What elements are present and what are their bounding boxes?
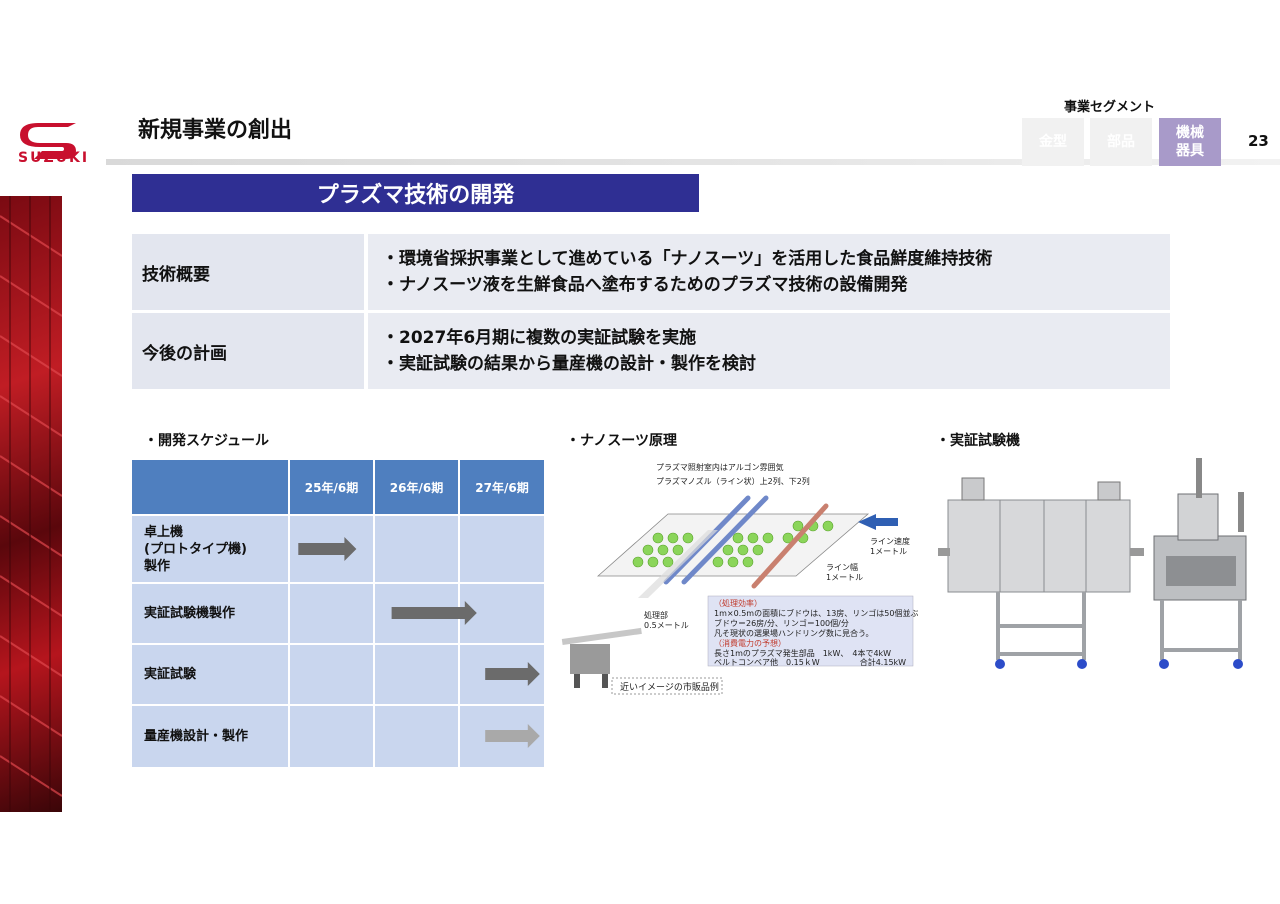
diagram-note: 長さ1mのプラズマ発生部品 1kW、 4本で4kW [714, 648, 891, 658]
page-number: 23 [1248, 132, 1269, 150]
info-body-plan: ・2027年6月期に複数の実証試験を実施 ・実証試験の結果から量産機の設計・製作… [368, 313, 1170, 389]
diagram-note: ベルトコンベア他 0.15ｋW 合計4.15kW [714, 657, 906, 667]
schedule-arrow [485, 724, 540, 748]
diagram-note: 1m×0.5mの面積にブドウは、13房、リンゴは50個並ぶ。 [714, 608, 918, 618]
schedule-table: 25年/6期 26年/6期 27年/6期 卓上機 (プロトタイプ機) 製作 実証… [132, 460, 544, 767]
info-line: ・ナノスーツ液を生鮮食品へ塗布するためのプラズマ技術の設備開発 [382, 275, 908, 295]
caption-schedule: ・開発スケジュール [144, 433, 270, 449]
reference-machine-photo [561, 627, 642, 688]
test-machine-photo [938, 458, 1247, 669]
schedule-col-header: 26年/6期 [375, 460, 458, 514]
info-row-plan: 今後の計画 ・2027年6月期に複数の実証試験を実施 ・実証試験の結果から量産機… [132, 313, 1170, 389]
segment-label: 事業セグメント [1064, 100, 1156, 115]
logo-wordmark: SUZUKI [18, 150, 90, 166]
section-banner: プラズマ技術の開発 [132, 174, 699, 212]
info-line: ・実証試験の結果から量産機の設計・製作を検討 [382, 354, 756, 374]
schedule-arrow [298, 537, 357, 561]
info-row-overview: 技術概要 ・環境省採択事業として進めている「ナノスーツ」を活用した食品鮮度維持技… [132, 234, 1170, 310]
segment-tab-kanagata: 金型 [1022, 118, 1084, 166]
info-head-overview: 技術概要 [142, 264, 210, 285]
info-body-overview: ・環境省採択事業として進めている「ナノスーツ」を活用した食品鮮度維持技術 ・ナノ… [368, 234, 1170, 310]
schedule-arrow [391, 601, 477, 625]
caption-principle: ・ナノスーツ原理 [566, 433, 678, 449]
schedule-arrows [298, 537, 540, 748]
schedule-row-label: 量産機設計・製作 [132, 706, 288, 767]
schedule-row-label: 卓上機 (プロトタイプ機) 製作 [132, 516, 288, 582]
info-line: ・2027年6月期に複数の実証試験を実施 [382, 328, 697, 348]
segment-tab-buhin: 部品 [1090, 118, 1152, 166]
diagram-note: プラズマ照射室内はアルゴン雰囲気 [656, 462, 784, 472]
header-divider [106, 159, 1280, 165]
info-line: ・環境省採択事業として進めている「ナノスーツ」を活用した食品鮮度維持技術 [382, 249, 993, 269]
suzuki-logo-icon [20, 123, 76, 159]
schedule-arrow [485, 662, 540, 686]
schedule-row-label: 実証試験 [132, 645, 288, 704]
info-head-plan: 今後の計画 [142, 343, 227, 364]
diagram-note: 凡そ現状の選果場ハンドリング数に見合う。 [714, 628, 874, 638]
nanosuit-principle-diagram: プラズマ照射室内はアルゴン雰囲気 プラズマノズル（ライン状）上2列、下2列 ライ… [561, 462, 918, 695]
diagram-note: （処理効率） [714, 598, 762, 608]
diagram-note: ブドウ＝26房/分、リンゴ＝100個/分 [714, 618, 849, 628]
schedule-row-label: 実証試験機製作 [132, 584, 288, 643]
page-title: 新規事業の創出 [138, 118, 293, 143]
diagram-note: （消費電力の予想） [714, 638, 786, 648]
schedule-header-blank [132, 460, 288, 514]
schedule-col-header: 27年/6期 [460, 460, 544, 514]
reference-label: 近いイメージの市販品例 [620, 681, 719, 693]
diagram-note: プラズマノズル（ライン状）上2列、下2列 [656, 476, 810, 486]
decorative-photo-strip [0, 196, 62, 812]
schedule-col-header: 25年/6期 [290, 460, 373, 514]
caption-test-machine: ・実証試験機 [936, 433, 1020, 449]
segment-tab-kikai-kigu: 機械 器具 [1159, 118, 1221, 166]
